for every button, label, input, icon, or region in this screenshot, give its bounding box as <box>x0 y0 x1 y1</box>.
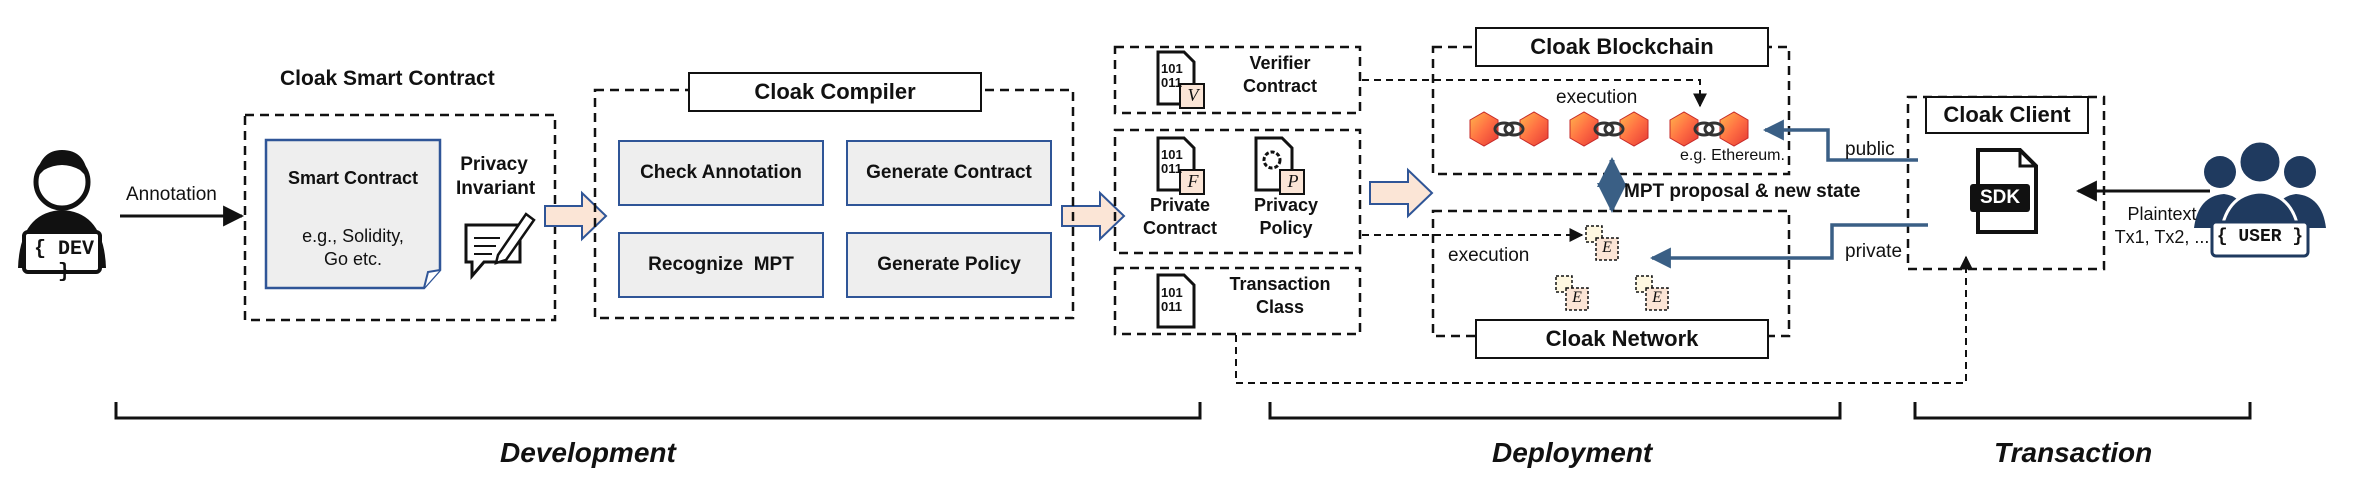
private-contract-file-icon <box>1156 136 1205 195</box>
block-arrow-to-blockchain <box>1369 167 1434 219</box>
user-group-icon <box>2194 139 2326 258</box>
transaction-class-box <box>1113 266 1362 336</box>
verifier-name: Verifier Contract <box>1242 53 1317 96</box>
verifier-box <box>1113 45 1362 115</box>
private-binary-text: 101 011 <box>1161 147 1183 176</box>
phase-development: Development <box>500 437 676 468</box>
compiler-box <box>593 88 1075 320</box>
compiler-title: Cloak Compiler <box>688 72 982 112</box>
developer-icon <box>18 150 106 274</box>
sdk-file-icon <box>1970 148 2038 234</box>
transaction-class-name: Transaction Class <box>1229 274 1331 317</box>
public-arrow <box>1762 119 1918 162</box>
client-title: Cloak Client <box>1925 96 2089 134</box>
phase-transaction: Transaction <box>1994 437 2153 468</box>
block-arrow-to-compiler <box>544 190 608 242</box>
deployment-bracket <box>1268 402 1842 420</box>
dev-tag: { DEV } <box>33 238 94 284</box>
phase-deployment: Deployment <box>1492 437 1653 468</box>
sdk-label: SDK <box>1979 187 2021 208</box>
enclave-icons <box>1555 225 1669 311</box>
private-contract-name: Private Contract <box>1142 195 1217 238</box>
privacy-invariant-label: Privacy Invariant <box>456 154 536 199</box>
verifier-binary-text: 101 011 <box>1161 61 1183 90</box>
network-execution-label: execution <box>1448 245 1530 266</box>
annotation-label: Annotation <box>126 184 217 205</box>
smart-contract-doc-body: e.g., Solidity, Go etc. <box>302 226 404 269</box>
smart-contract-title: Cloak Smart Contract <box>280 67 495 90</box>
transaction-binary-text: 101 011 <box>1161 285 1183 314</box>
private-letter: F <box>1187 171 1199 191</box>
enclave-letter-1: E <box>1602 239 1612 256</box>
verifier-letter: V <box>1187 85 1199 105</box>
private-label: private <box>1845 241 1903 262</box>
verifier-to-blockchain-arrow <box>1362 79 1707 108</box>
enclave-letter-3: E <box>1652 289 1662 306</box>
smart-contract-doc-title: Smart Contract <box>287 168 419 188</box>
verifier-file-icon <box>1156 50 1205 109</box>
plaintext-label: Plaintext Tx1, Tx2, ... <box>2114 204 2210 247</box>
mpt-label: MPT proposal & new state <box>1624 181 1861 202</box>
private-policy-box <box>1113 128 1362 255</box>
pen-note-icon <box>464 212 536 281</box>
private-arrow <box>1649 223 1928 269</box>
check-annotation-module: Check Annotation <box>618 140 824 206</box>
development-bracket <box>114 402 1202 420</box>
transaction-file-icon <box>1156 273 1196 329</box>
enclave-letter-2: E <box>1572 289 1582 306</box>
privacy-policy-file-icon <box>1254 136 1305 195</box>
blockchain-execution-label: execution <box>1556 87 1638 108</box>
transaction-bracket <box>1913 402 2252 420</box>
network-title: Cloak Network <box>1475 319 1769 359</box>
generate-policy-module: Generate Policy <box>846 232 1052 298</box>
blockchain-title: Cloak Blockchain <box>1475 27 1769 67</box>
transaction-to-client-line <box>1235 255 1973 384</box>
privacy-policy-name: Privacy Policy <box>1253 195 1319 238</box>
generate-contract-module: Generate Contract <box>846 140 1052 206</box>
policy-letter: P <box>1287 171 1299 191</box>
blockchain-example-label: e.g. Ethereum. <box>1680 147 1785 164</box>
block-arrow-to-artifacts <box>1061 190 1126 242</box>
public-label: public <box>1845 139 1895 160</box>
network-box <box>1431 209 1791 338</box>
user-tag: { USER } <box>2216 227 2304 247</box>
blockchain-blocks <box>1469 111 1749 147</box>
recognize-mpt-module: Recognize MPT <box>618 232 824 298</box>
